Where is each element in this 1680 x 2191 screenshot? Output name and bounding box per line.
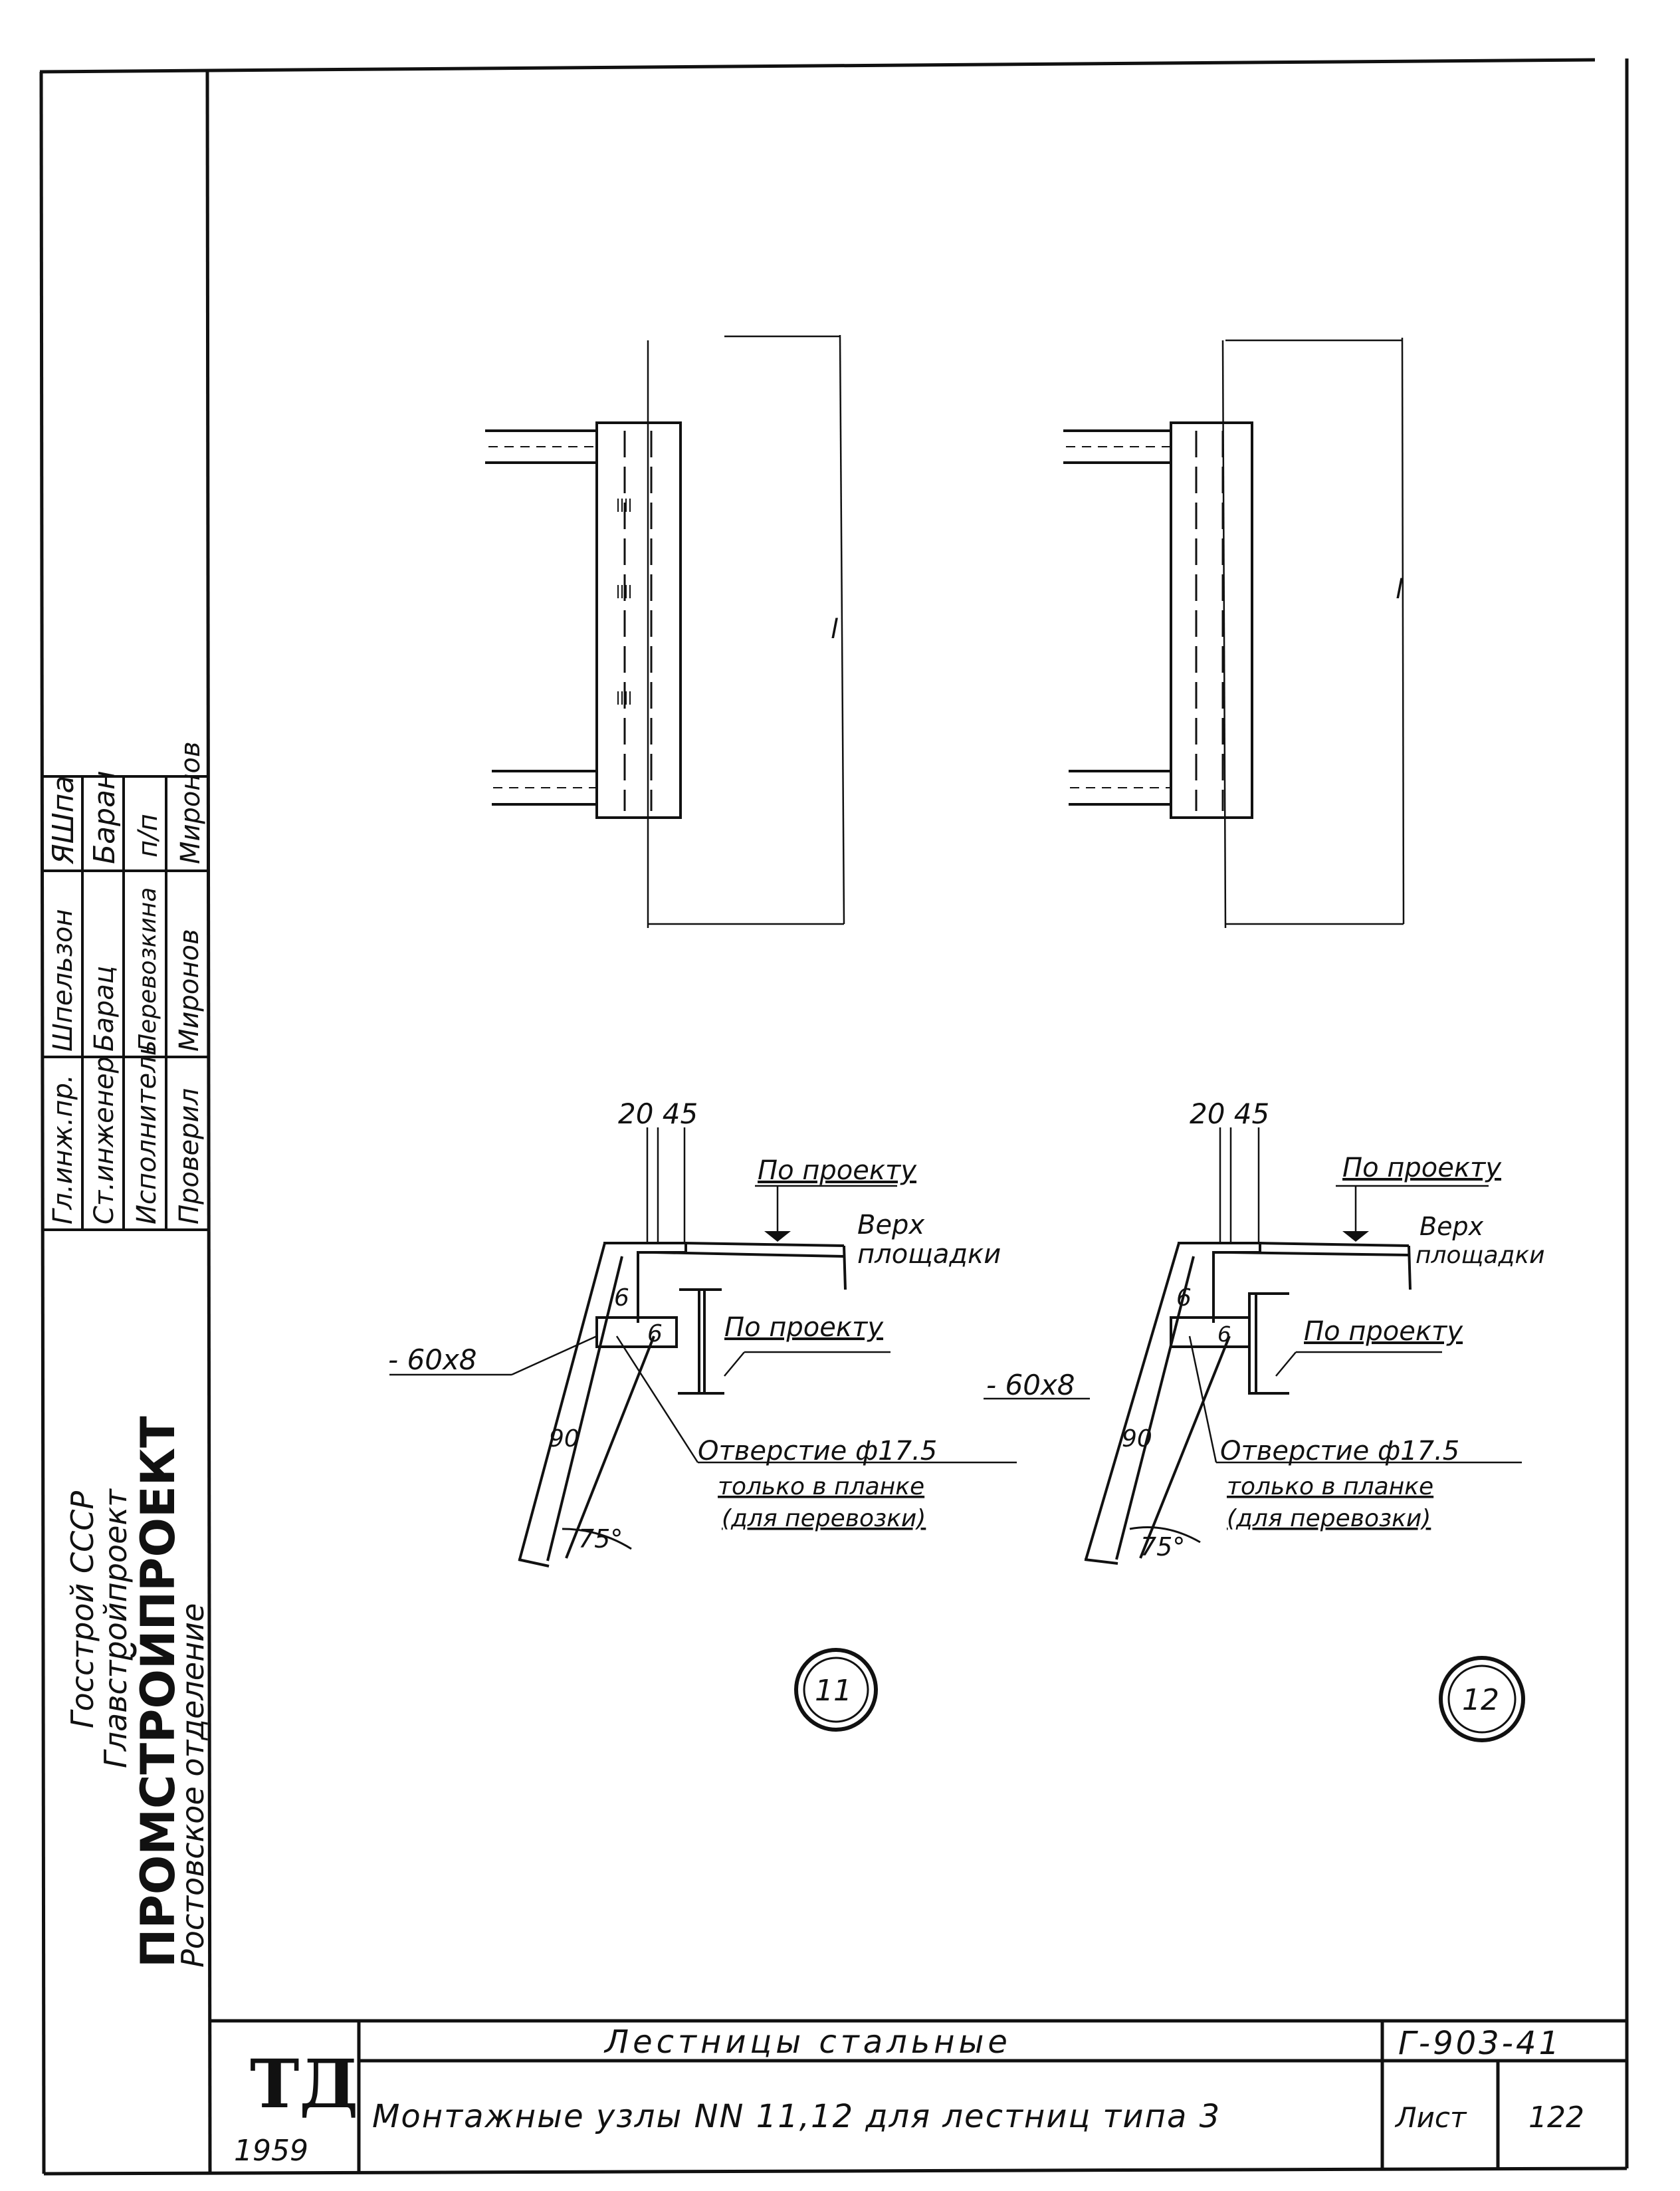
stamp-role-3: Исполнитель	[132, 1040, 162, 1224]
stamp-signature-4: Миронов	[175, 741, 206, 864]
detail-11-plate-dim: - 60x8	[388, 1343, 477, 1376]
stamp-surname-2: Барац	[89, 966, 120, 1052]
detail-12-weld-b: 6	[1217, 1322, 1231, 1347]
detail-12-platform-top-2: площадки	[1416, 1242, 1545, 1269]
detail-12: 20 45 По проекту Верх площадки По проект…	[984, 1097, 1545, 1742]
stamp-surname-3: Перевозкина	[134, 887, 161, 1052]
detail-11-hole-3: (для перевозки)	[722, 1505, 926, 1532]
elevation-dim-right: l	[1396, 574, 1403, 605]
drawing-year: 1959	[234, 2134, 308, 2168]
detail-12-number: 12	[1462, 1683, 1499, 1717]
detail-11-platform-top-1: Верх	[857, 1210, 924, 1240]
detail-12-plate-dim: - 60x8	[986, 1369, 1075, 1401]
sheet-label: Лист	[1394, 2101, 1467, 2134]
stamp-role-1: Гл.инж.пр.	[48, 1074, 78, 1224]
elevation-view-right: l	[1063, 337, 1405, 929]
stamp-signature-1: ЯШпа	[47, 776, 80, 865]
drawing-code: Г-903-41	[1398, 2025, 1562, 2062]
detail-12-hole-1: Отверстие ф17.5	[1220, 1436, 1459, 1466]
sheet-number: 122	[1528, 2101, 1584, 2134]
detail-12-hole-2: только в планке	[1227, 1473, 1433, 1500]
stamp-role-4: Проверил	[174, 1088, 205, 1224]
elevation-dim-left: l	[831, 614, 838, 645]
detail-12-ref-beam: По проекту	[1304, 1316, 1463, 1347]
drawing-subtitle: Монтажные узлы NN 11,12 для лестниц типа…	[372, 2098, 1221, 2135]
detail-11-platform-top-2: площадки	[857, 1239, 1001, 1270]
stamp-surname-4: Миронов	[174, 929, 205, 1052]
detail-11-hole-2: только в планке	[718, 1473, 924, 1500]
detail-11-ref-top: По проекту	[758, 1155, 917, 1186]
detail-12-dim-top: 20 45	[1190, 1097, 1269, 1130]
detail-11-dim-top: 20 45	[618, 1097, 698, 1130]
stamp-role-2: Ст.инженер	[89, 1056, 120, 1224]
org-line-1: Госстрой СССР	[64, 1491, 100, 1728]
detail-11-ref-beam: По проекту	[724, 1312, 884, 1343]
logo-td: ТД	[250, 2045, 358, 2123]
stamp-surname-1: Шпельзон	[48, 909, 78, 1052]
detail-11-weld-a: 6	[614, 1284, 629, 1312]
detail-11-angle: 75°	[578, 1524, 623, 1554]
stamp-signature-3: п/п	[133, 814, 163, 858]
drawing-title: Лестницы стальные	[603, 2023, 1011, 2061]
org-name: ПРОМСТРОЙПРОЕКТ	[131, 1416, 185, 1968]
drawing-frame	[39, 58, 1629, 2176]
detail-12-ref-top: По проекту	[1342, 1153, 1502, 1183]
detail-12-weld-a: 6	[1176, 1284, 1192, 1312]
detail-11-hole-1: Отверстие ф17.5	[698, 1436, 937, 1466]
title-block: ТД 1959 Лестницы стальные Монтажные узлы…	[209, 2019, 1627, 2172]
org-branch: Ростовское отделение	[175, 1603, 211, 1968]
stamp-signature-2: Баран	[88, 770, 122, 864]
detail-12-hole-3: (для перевозки)	[1227, 1505, 1431, 1532]
org-line-2: Главстройпроект	[98, 1488, 134, 1768]
detail-12-angle: 75°	[1140, 1532, 1185, 1561]
detail-12-dim-stringer: 90	[1122, 1425, 1152, 1452]
detail-11-number: 11	[815, 1674, 852, 1708]
signature-stamp: Гл.инж.пр. Ст.инженер Исполнитель Провер…	[41, 741, 211, 1968]
detail-11-weld-b: 6	[647, 1320, 663, 1347]
detail-11: 20 45 По проекту Верх площадки По проект…	[388, 1097, 1017, 1732]
elevation-view-left: l	[485, 334, 845, 928]
detail-11-dim-stringer: 90	[549, 1425, 579, 1452]
detail-12-platform-top-1: Верх	[1419, 1212, 1484, 1241]
